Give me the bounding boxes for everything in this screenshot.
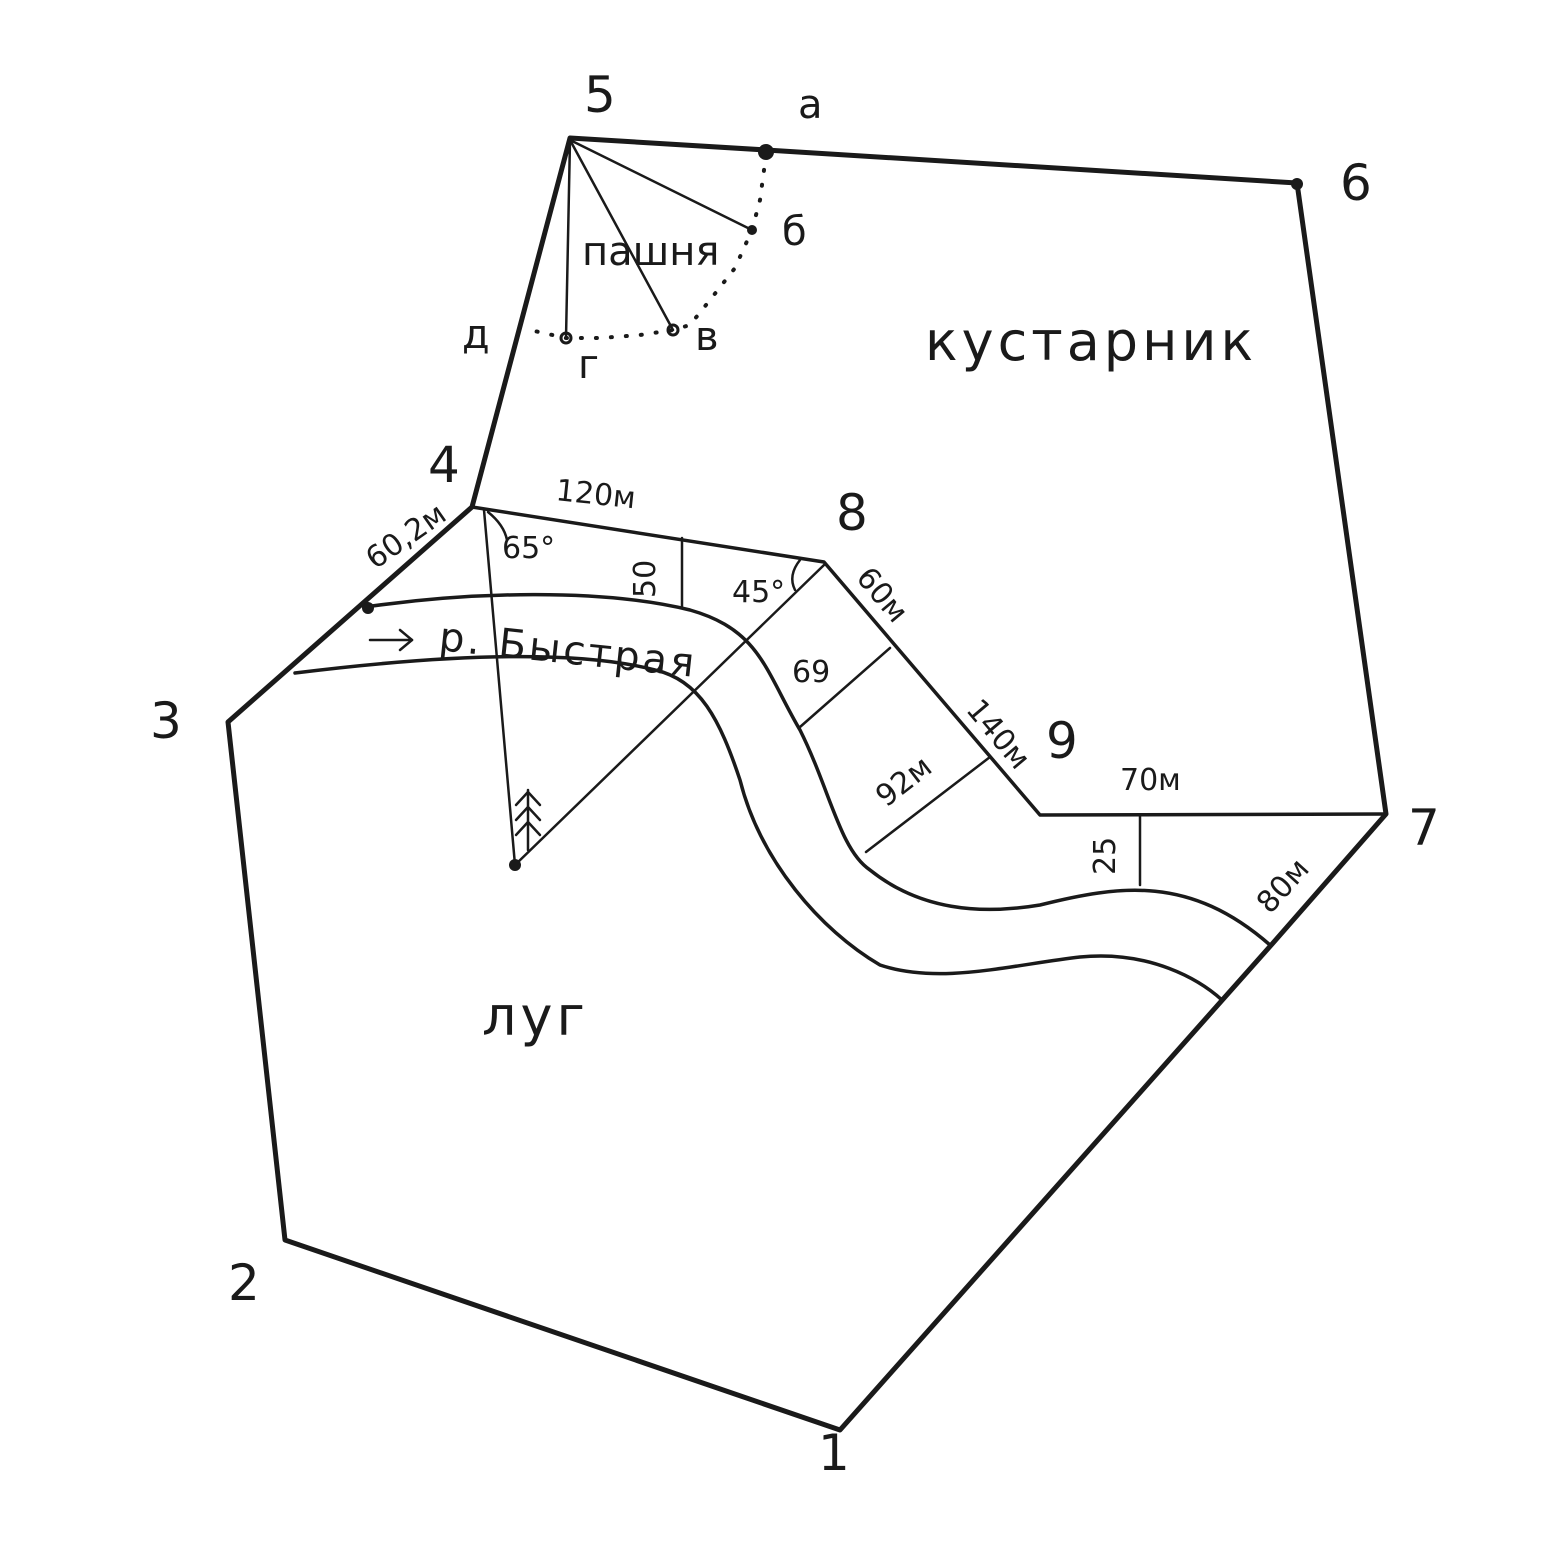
label-point-7: 7 bbox=[1408, 799, 1440, 857]
point-6-marker bbox=[1291, 178, 1303, 190]
label-angle-45: 45° bbox=[732, 575, 785, 610]
label-m-4-8: 120м bbox=[554, 473, 637, 516]
label-point-1: 1 bbox=[818, 1424, 850, 1482]
arrow-right-icon bbox=[368, 628, 414, 652]
conifer-icon bbox=[514, 788, 542, 852]
ray-5-b bbox=[568, 138, 754, 232]
label-aux-d: д bbox=[462, 312, 490, 358]
label-point-9: 9 bbox=[1046, 712, 1078, 770]
label-m-9-7: 70м bbox=[1120, 763, 1181, 798]
tree-marker bbox=[509, 859, 521, 871]
label-aux-a: а bbox=[798, 82, 823, 128]
label-aux-g: г bbox=[578, 342, 599, 388]
label-off-50: 50 bbox=[628, 560, 663, 598]
label-off-69: 69 bbox=[792, 655, 830, 690]
label-point-6: 6 bbox=[1340, 154, 1372, 212]
label-point-2: 2 bbox=[228, 1254, 260, 1312]
ray-5-g bbox=[564, 138, 572, 340]
offset-92 bbox=[864, 755, 992, 854]
label-m-8-9a: 60м bbox=[849, 561, 915, 630]
boundary-polygon bbox=[225, 135, 1389, 1433]
ray-5-v bbox=[568, 138, 675, 332]
sight-line-4-tree bbox=[482, 508, 517, 867]
label-angle-65: 65° bbox=[502, 531, 555, 566]
point-a-marker bbox=[758, 144, 774, 160]
angle-arc-65 bbox=[486, 510, 509, 542]
river-bank-upper bbox=[363, 592, 1272, 947]
label-area-shrub: кустарник bbox=[925, 310, 1257, 373]
point-v-marker bbox=[666, 323, 680, 337]
inner-boundary bbox=[470, 505, 1388, 817]
label-point-3: 3 bbox=[150, 692, 182, 750]
label-area-arable: пашня bbox=[582, 229, 719, 275]
label-point-4: 4 bbox=[428, 436, 460, 494]
label-river: р. Быстрая bbox=[437, 614, 699, 687]
label-off-25: 25 bbox=[1088, 837, 1123, 875]
offset-69 bbox=[798, 646, 892, 729]
label-point-5: 5 bbox=[584, 66, 616, 124]
label-aux-v: в bbox=[695, 314, 719, 360]
point-b-marker bbox=[747, 225, 757, 235]
label-area-meadow: луг bbox=[482, 985, 589, 1048]
sight-line-8-tree bbox=[513, 563, 826, 867]
river-start-marker bbox=[362, 602, 374, 614]
label-aux-b: б bbox=[782, 209, 807, 255]
river-bank-lower bbox=[293, 654, 1224, 1002]
label-point-8: 8 bbox=[836, 484, 868, 542]
angle-arc-45 bbox=[791, 558, 802, 592]
label-m-7-1: 80м bbox=[1250, 852, 1317, 921]
point-g-marker bbox=[559, 331, 573, 345]
